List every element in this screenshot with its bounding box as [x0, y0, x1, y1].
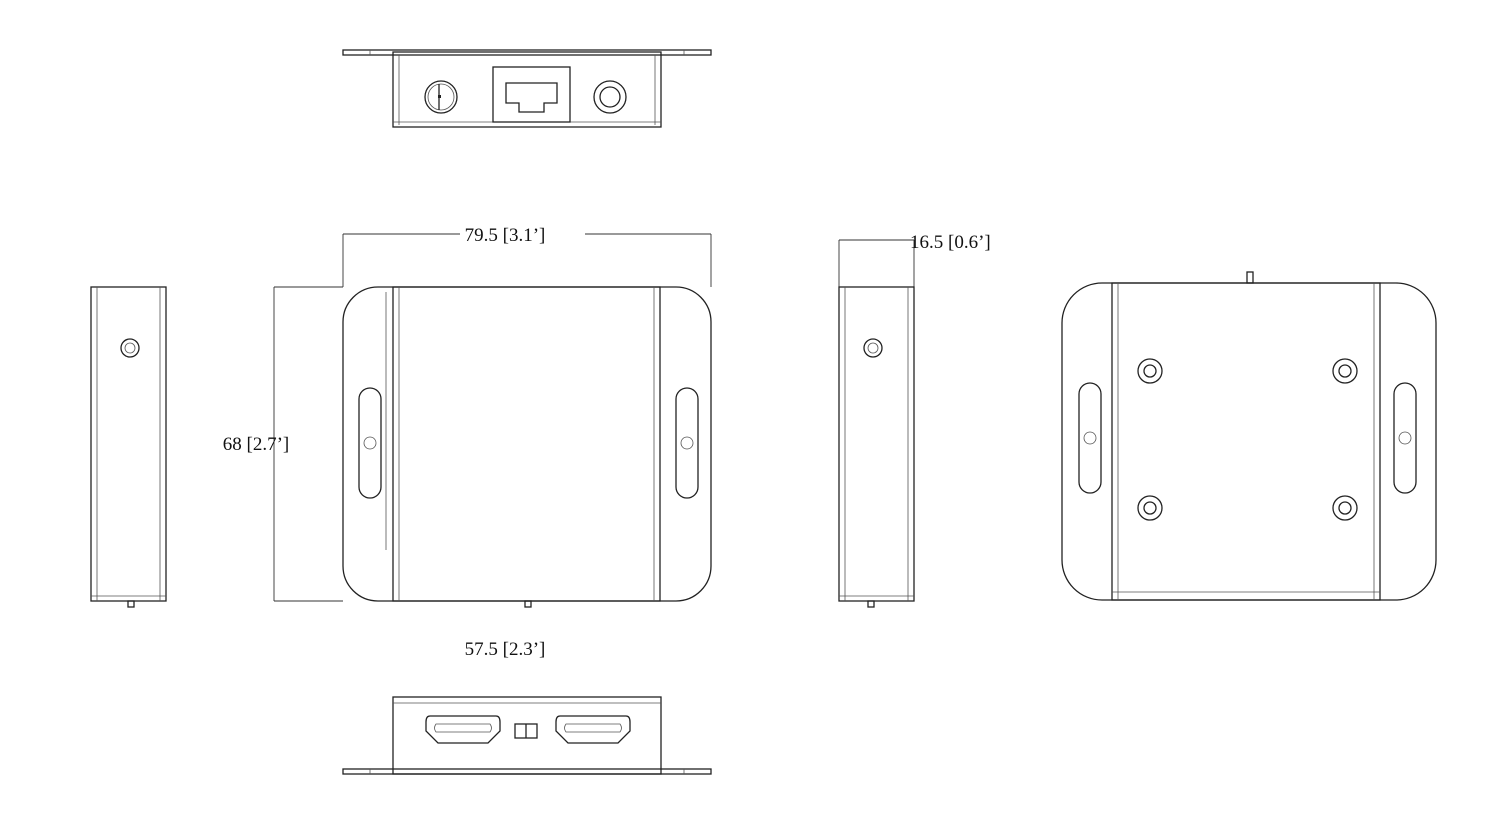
knob-icon: [424, 80, 458, 114]
rj45-port-icon: [492, 66, 571, 123]
bottom-view: [342, 696, 712, 775]
depth-dimension-label: 16.5 [0.6’]: [910, 232, 991, 253]
power-jack-icon: [593, 80, 627, 114]
body-width-dimension-label: 57.5 [2.3’]: [465, 639, 546, 660]
screw-hole-icon: [1332, 358, 1358, 384]
left-side-view: [90, 286, 167, 608]
height-dimension-label: 68 [2.7’]: [223, 434, 289, 455]
screw-hole-icon: [1137, 495, 1163, 521]
mounting-slot-right: [1393, 382, 1417, 494]
dimension-lines: [273, 233, 915, 602]
hdmi-port-icon: [555, 715, 631, 744]
right-side-view: [838, 286, 915, 608]
top-flange: [342, 49, 712, 56]
top-body: [392, 51, 662, 128]
front-view: [342, 286, 712, 608]
top-view: [342, 49, 712, 128]
led-icon: [120, 338, 140, 358]
mounting-slot-left: [358, 387, 382, 499]
screw-hole-icon: [1137, 358, 1163, 384]
hdmi-port-icon: [425, 715, 501, 744]
screw-hole-icon: [1332, 495, 1358, 521]
width-dimension-label: 79.5 [3.1’]: [465, 225, 546, 246]
mounting-slot-left: [1078, 382, 1102, 494]
main-body: [392, 286, 661, 602]
mounting-slot-right: [675, 387, 699, 499]
led-icon: [863, 338, 883, 358]
back-view: [1061, 271, 1437, 601]
mounting-plate: [342, 286, 712, 602]
